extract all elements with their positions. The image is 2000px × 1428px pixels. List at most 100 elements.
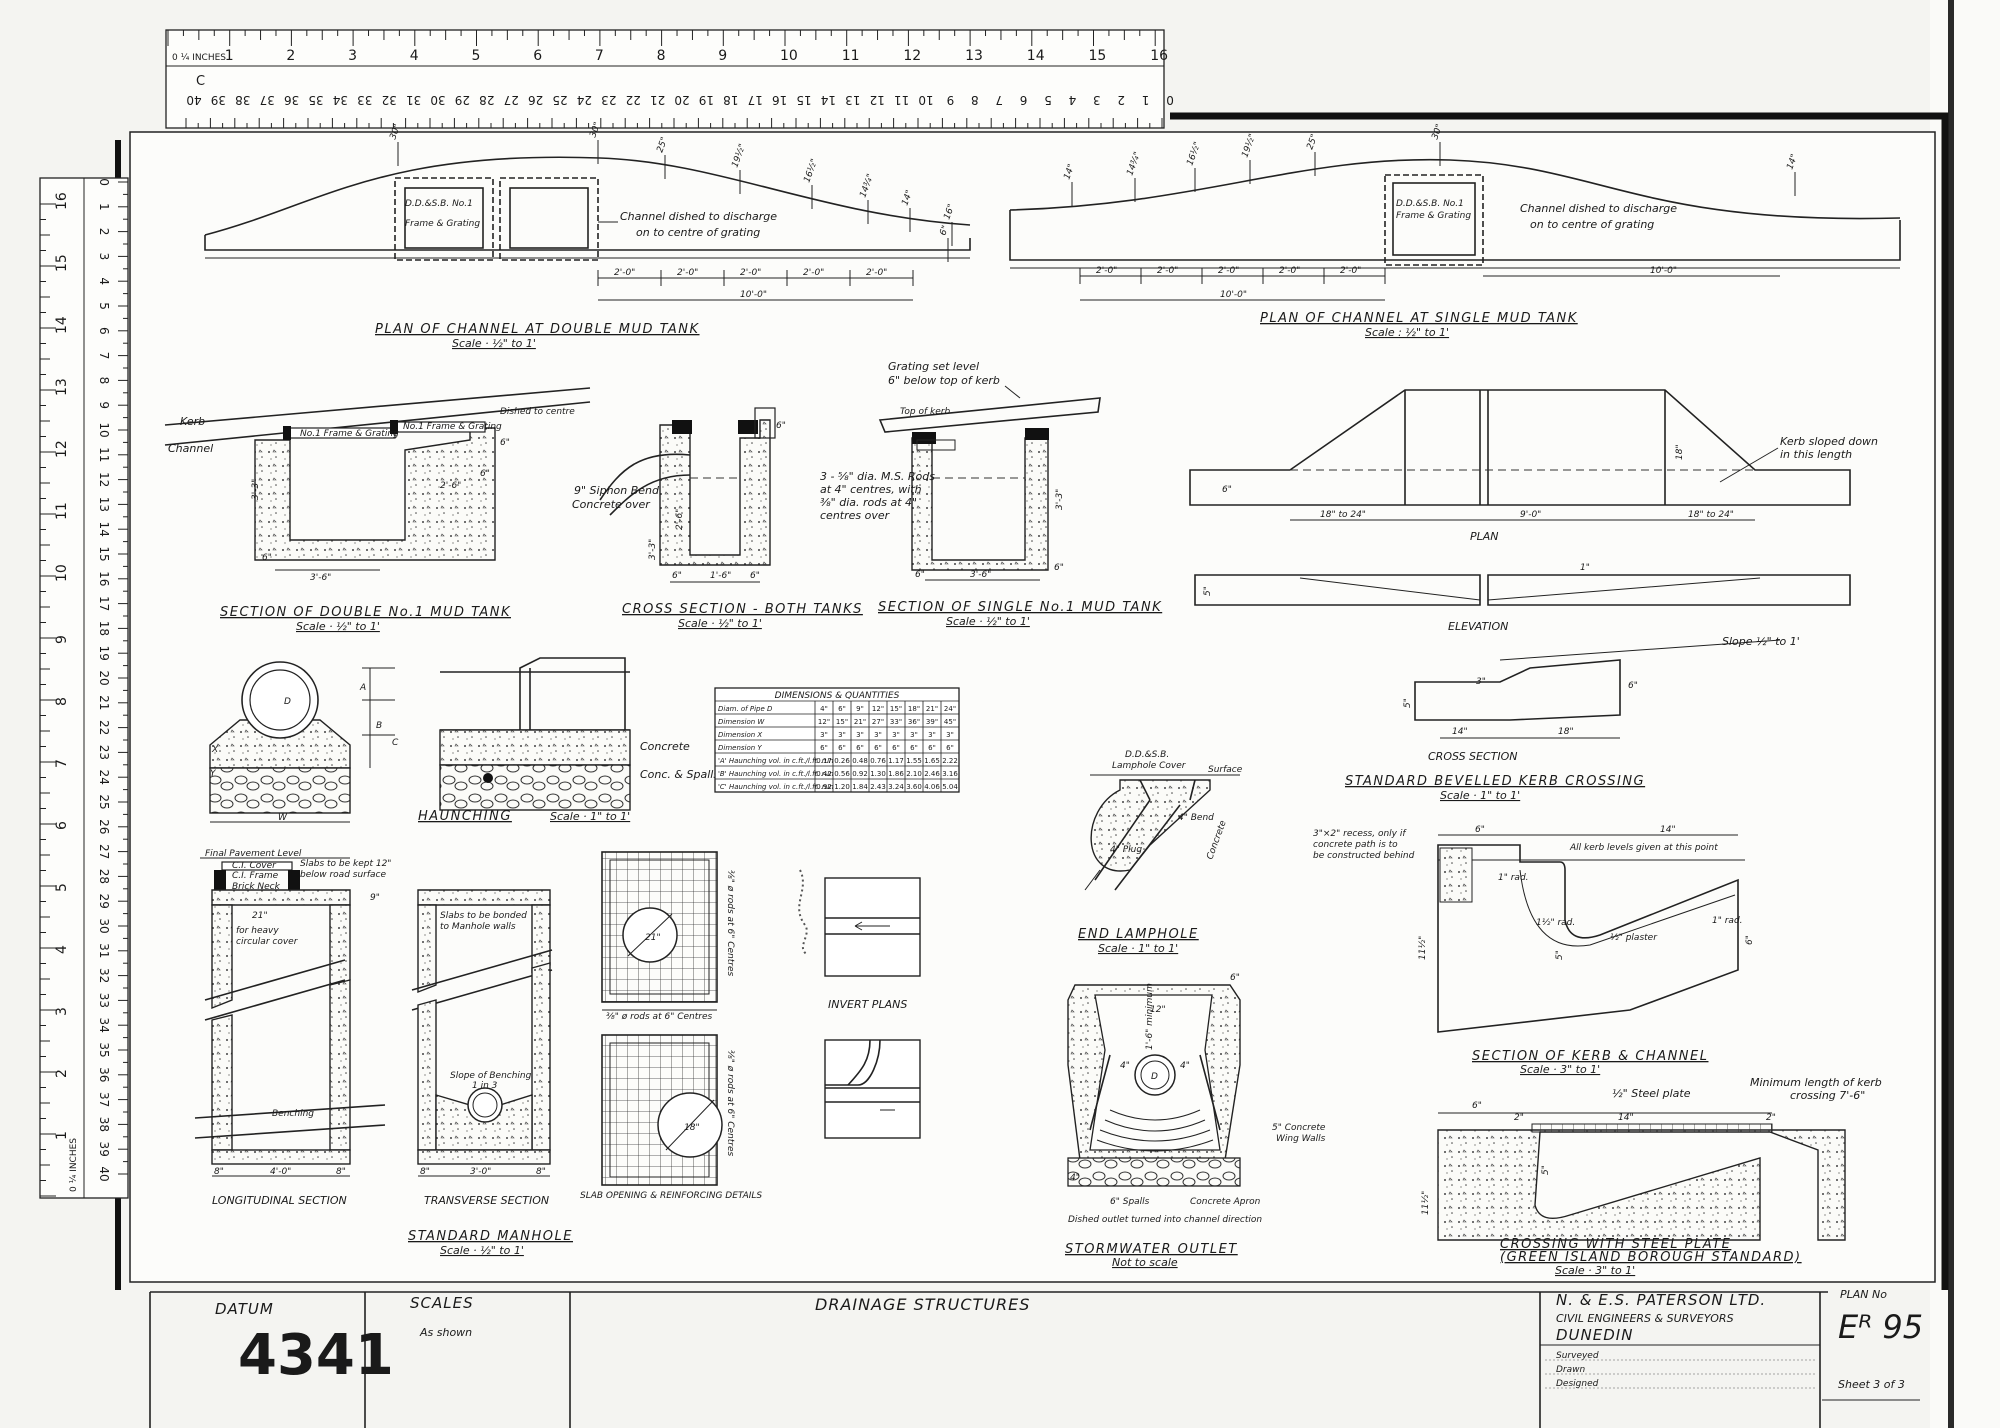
table-cell: 3" (838, 731, 846, 739)
sp-dim-5: 5" (1541, 1165, 1551, 1175)
ruler-left-cm-number: 32 (97, 968, 111, 983)
kp-dim-4: 6" (1222, 485, 1232, 495)
ruler-top-cm-number: 32 (382, 93, 397, 107)
slabs-kept-2: below road surface (300, 870, 386, 880)
minimum-kerb-2: crossing 7'-6" (1790, 1089, 1865, 1102)
manhole-longitudinal: Final Pavement Level C.I. Cover C.I. Fra… (194, 849, 391, 1207)
ruler-left-cm-number: 11 (97, 447, 111, 462)
ruler-left-cm-number: 3 (97, 253, 111, 261)
table-cell: 3" (820, 731, 828, 739)
ruler-top-inch-number: 6 (533, 48, 542, 64)
haunching-title: HAUNCHING (418, 809, 512, 824)
plaster-label: ½" plaster (1610, 933, 1658, 943)
ke-dim-1: 1" (1580, 563, 1590, 573)
sw-dim-12: 12" (1150, 1005, 1166, 1015)
kerb-channel-title: SECTION OF KERB & CHANNEL (1472, 1049, 1709, 1064)
haunch-w: W (278, 813, 288, 823)
overall-dim-label-right: 10'-0" (1650, 266, 1677, 276)
plan-single-scale: Scale : ½" to 1' (1365, 326, 1449, 339)
table-cell: 3.24 (888, 783, 904, 791)
slope-label: Slope ½" to 1' (1722, 635, 1800, 648)
rad-3: 1" rad. (1712, 916, 1743, 926)
plan-double-title: PLAN OF CHANNEL AT DOUBLE MUD TANK (375, 322, 700, 337)
kch-dim-14: 14" (1660, 825, 1676, 835)
steel-crossing-title-1: CROSSING WITH STEEL PLATE (1500, 1237, 1731, 1252)
ruler-left-unit-label: 0 ¼ INCHES (69, 1138, 79, 1192)
dim-label: 2'-0" (1157, 266, 1178, 276)
ss-dim-3-3: 3'-3" (1055, 489, 1065, 510)
haunch-b: B (376, 721, 382, 731)
ruler-top-cm-number: 37 (260, 93, 275, 107)
sw-dim-4b: 4" (1180, 1061, 1190, 1071)
ruler-left-cm-number: 15 (97, 546, 111, 561)
channel-note-1: Channel dished to discharge (620, 210, 777, 223)
cross-section-both-tanks: 9" Siphon Bend Concrete over 1'-6" 6" 6"… (572, 407, 861, 630)
haunch-x: X (211, 745, 219, 755)
ruler-left-inch-number: 3 (54, 1007, 70, 1016)
sheet-label: Sheet 3 of 3 (1838, 1378, 1905, 1391)
ruler-top-cm-number: 12 (870, 93, 885, 107)
table-row-label: 'C' Haunching vol. in c.ft./l.ft. run (718, 783, 834, 791)
table-cell: 6" (838, 744, 846, 752)
table-row-label: 'A' Haunching vol. in c.ft./l.ft. run (718, 757, 834, 765)
table-cell: 0.17 (816, 757, 832, 765)
table-cell: 1.30 (870, 770, 886, 778)
ml-dim-8a: 8" (214, 1167, 224, 1177)
section-single-scale: Scale · ½" to 1' (946, 615, 1030, 628)
spalls-label: Conc. & Spalls (640, 768, 719, 781)
plan-double-mud-tank: D.D.&S.B. No.1 Frame & Grating Channel d… (204, 121, 971, 350)
ruler-top-inch-number: 16 (1150, 48, 1168, 64)
kch-dim-6b: 6" (1745, 935, 1755, 945)
plan-no: Eᴿ 95 (1838, 1308, 1923, 1346)
haunch-d: D (284, 697, 291, 707)
title-block: DATUM 4341 SCALES As shown DRAINAGE STRU… (149, 1288, 1923, 1428)
slab-reinforcing: 21" ⅜" ø rods at 6" Centres 18" ⅜" ø rod… (580, 851, 809, 1201)
single-grating-label-2: Frame & Grating (1396, 211, 1471, 221)
sp-dim-2a: 2" (1514, 1113, 1524, 1123)
ruler-left-inch-number: 4 (54, 945, 70, 954)
ruler-left-cm-number: 25 (97, 794, 111, 809)
manhole-scale: Scale · ½" to 1' (440, 1244, 524, 1257)
ruler-left-cm-number: 20 (97, 670, 111, 685)
ruler-left-cm-number: 21 (97, 695, 111, 710)
ruler-left: 1615141312111098765432101234567891011121… (39, 177, 129, 1199)
table-cell: 3" (856, 731, 864, 739)
table-cell: 24" (944, 705, 956, 713)
plan-single-dimension-chain: 2'-0"2'-0"2'-0"2'-0"2'-0"10'-0"10'-0" (1079, 266, 1780, 301)
drawn-label: Drawn (1556, 1365, 1586, 1375)
overall-dim-label: 10'-0" (1220, 290, 1247, 300)
slabs-kept-1: Slabs to be kept 12" (300, 859, 391, 869)
sw-dim-min: 1'-6" minimum (1145, 983, 1155, 1050)
city: DUNEDIN (1556, 1326, 1633, 1344)
ruler-left-cm-number: 10 (97, 422, 111, 437)
rad-2: 1½" rad. (1536, 918, 1575, 928)
table-cell: 6" (928, 744, 936, 752)
ruler-top-cm-number: 36 (284, 93, 299, 107)
rods-side-2: ⅜" ø rods at 6" Centres (725, 1050, 735, 1156)
channel-label: Channel (168, 442, 213, 455)
ruler-top-cm-number: 8 (971, 93, 979, 107)
end-lamphole: D.D.&S.B. Lamphole Cover Surface 4" Bend… (1078, 750, 1243, 955)
ruler-left-cm-number: 28 (97, 869, 111, 884)
concrete-label: Concrete (640, 740, 690, 753)
kc-dim-5: 5" (1403, 698, 1413, 708)
table-cell: 6" (910, 744, 918, 752)
ruler-left-cm-number: 18 (97, 621, 111, 636)
cover-label: C.I. Cover (232, 861, 277, 871)
ruler-top-inch-number: 8 (657, 48, 666, 64)
stormwater-outlet: D 4" 4" 4" 6" 12" 1'-6" minimum 5" Concr… (1065, 973, 1326, 1269)
table-cell: 21" (854, 718, 866, 726)
ruler-left-inch-number: 8 (54, 697, 70, 706)
kerb-channel-scale: Scale · 3" to 1' (1520, 1063, 1600, 1076)
ruler-top-inch-number: 12 (903, 48, 921, 64)
rods-side-1: ⅜" ø rods at 6" Centres (725, 870, 735, 976)
mt-dim-8b: 8" (536, 1167, 546, 1177)
ruler-top-cm-number: 17 (748, 93, 763, 107)
cross-section-scale: Scale · ½" to 1' (678, 617, 762, 630)
ruler-left-cm-number: 5 (97, 302, 111, 310)
benching-label: Benching (272, 1109, 314, 1119)
ruler-left-cm-number: 27 (97, 844, 111, 859)
